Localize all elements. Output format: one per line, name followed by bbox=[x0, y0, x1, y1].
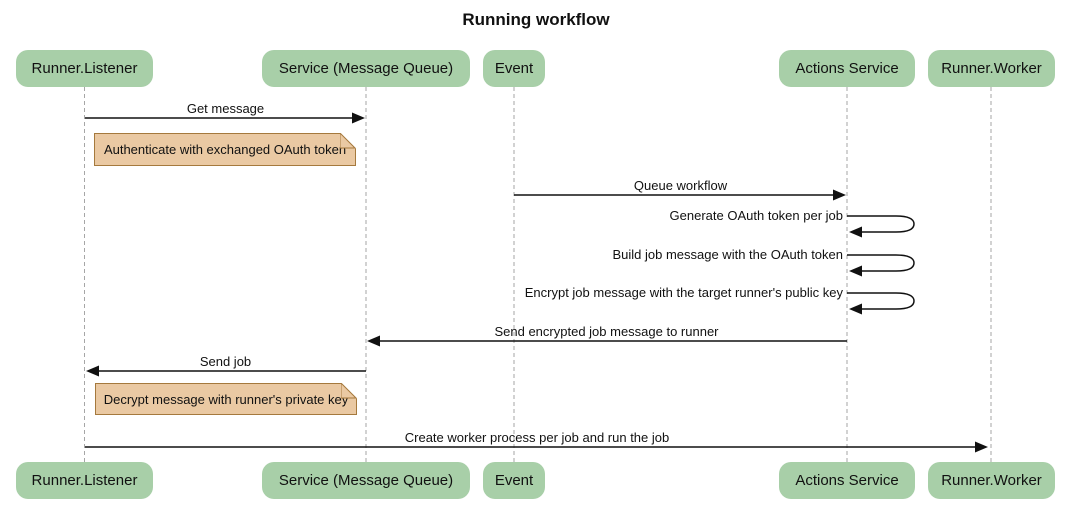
actor-top-event: Event bbox=[483, 50, 545, 87]
message-label-build-job-message: Build job message with the OAuth token bbox=[612, 247, 843, 262]
actor-bottom-runner-worker: Runner.Worker bbox=[928, 462, 1055, 499]
actor-top-service-message-queue: Service (Message Queue) bbox=[262, 50, 470, 87]
note-text: Decrypt message with runner's private ke… bbox=[103, 391, 349, 407]
actor-bottom-actions-service: Actions Service bbox=[779, 462, 915, 499]
message-label-queue-workflow: Queue workflow bbox=[633, 178, 728, 193]
self-loop-generate-oauth-token bbox=[847, 215, 915, 238]
arrow-get-message bbox=[85, 112, 365, 124]
message-label-get-message: Get message bbox=[186, 101, 265, 116]
note-text: Authenticate with exchanged OAuth token bbox=[103, 142, 347, 157]
self-loop-build-job-message bbox=[847, 254, 915, 277]
message-label-create-worker-process: Create worker process per job and run th… bbox=[404, 430, 670, 445]
note-decrypt-message: Decrypt message with runner's private ke… bbox=[95, 383, 357, 415]
actor-top-actions-service: Actions Service bbox=[779, 50, 915, 87]
arrow-queue-workflow bbox=[514, 189, 846, 201]
arrow-create-worker-process bbox=[85, 441, 988, 453]
actor-bottom-event: Event bbox=[483, 462, 545, 499]
diagram-title: Running workflow bbox=[462, 10, 610, 29]
arrow-send-job bbox=[86, 365, 366, 377]
actor-top-runner-listener: Runner.Listener bbox=[16, 50, 153, 87]
arrow-send-encrypted-job-message bbox=[367, 335, 847, 347]
self-loop-encrypt-job-message bbox=[847, 292, 915, 315]
message-label-encrypt-job-message: Encrypt job message with the target runn… bbox=[524, 285, 843, 300]
message-label-send-job: Send job bbox=[199, 354, 252, 369]
note-authenticate-oauth: Authenticate with exchanged OAuth token bbox=[94, 133, 356, 166]
actor-bottom-runner-listener: Runner.Listener bbox=[16, 462, 153, 499]
message-label-send-encrypted-job-message: Send encrypted job message to runner bbox=[494, 324, 719, 339]
actor-bottom-service-message-queue: Service (Message Queue) bbox=[262, 462, 470, 499]
message-label-generate-oauth-token: Generate OAuth token per job bbox=[669, 208, 843, 223]
note-fold-corner-icon bbox=[340, 133, 356, 149]
note-fold-corner-icon bbox=[341, 383, 357, 399]
actor-top-runner-worker: Runner.Worker bbox=[928, 50, 1055, 87]
